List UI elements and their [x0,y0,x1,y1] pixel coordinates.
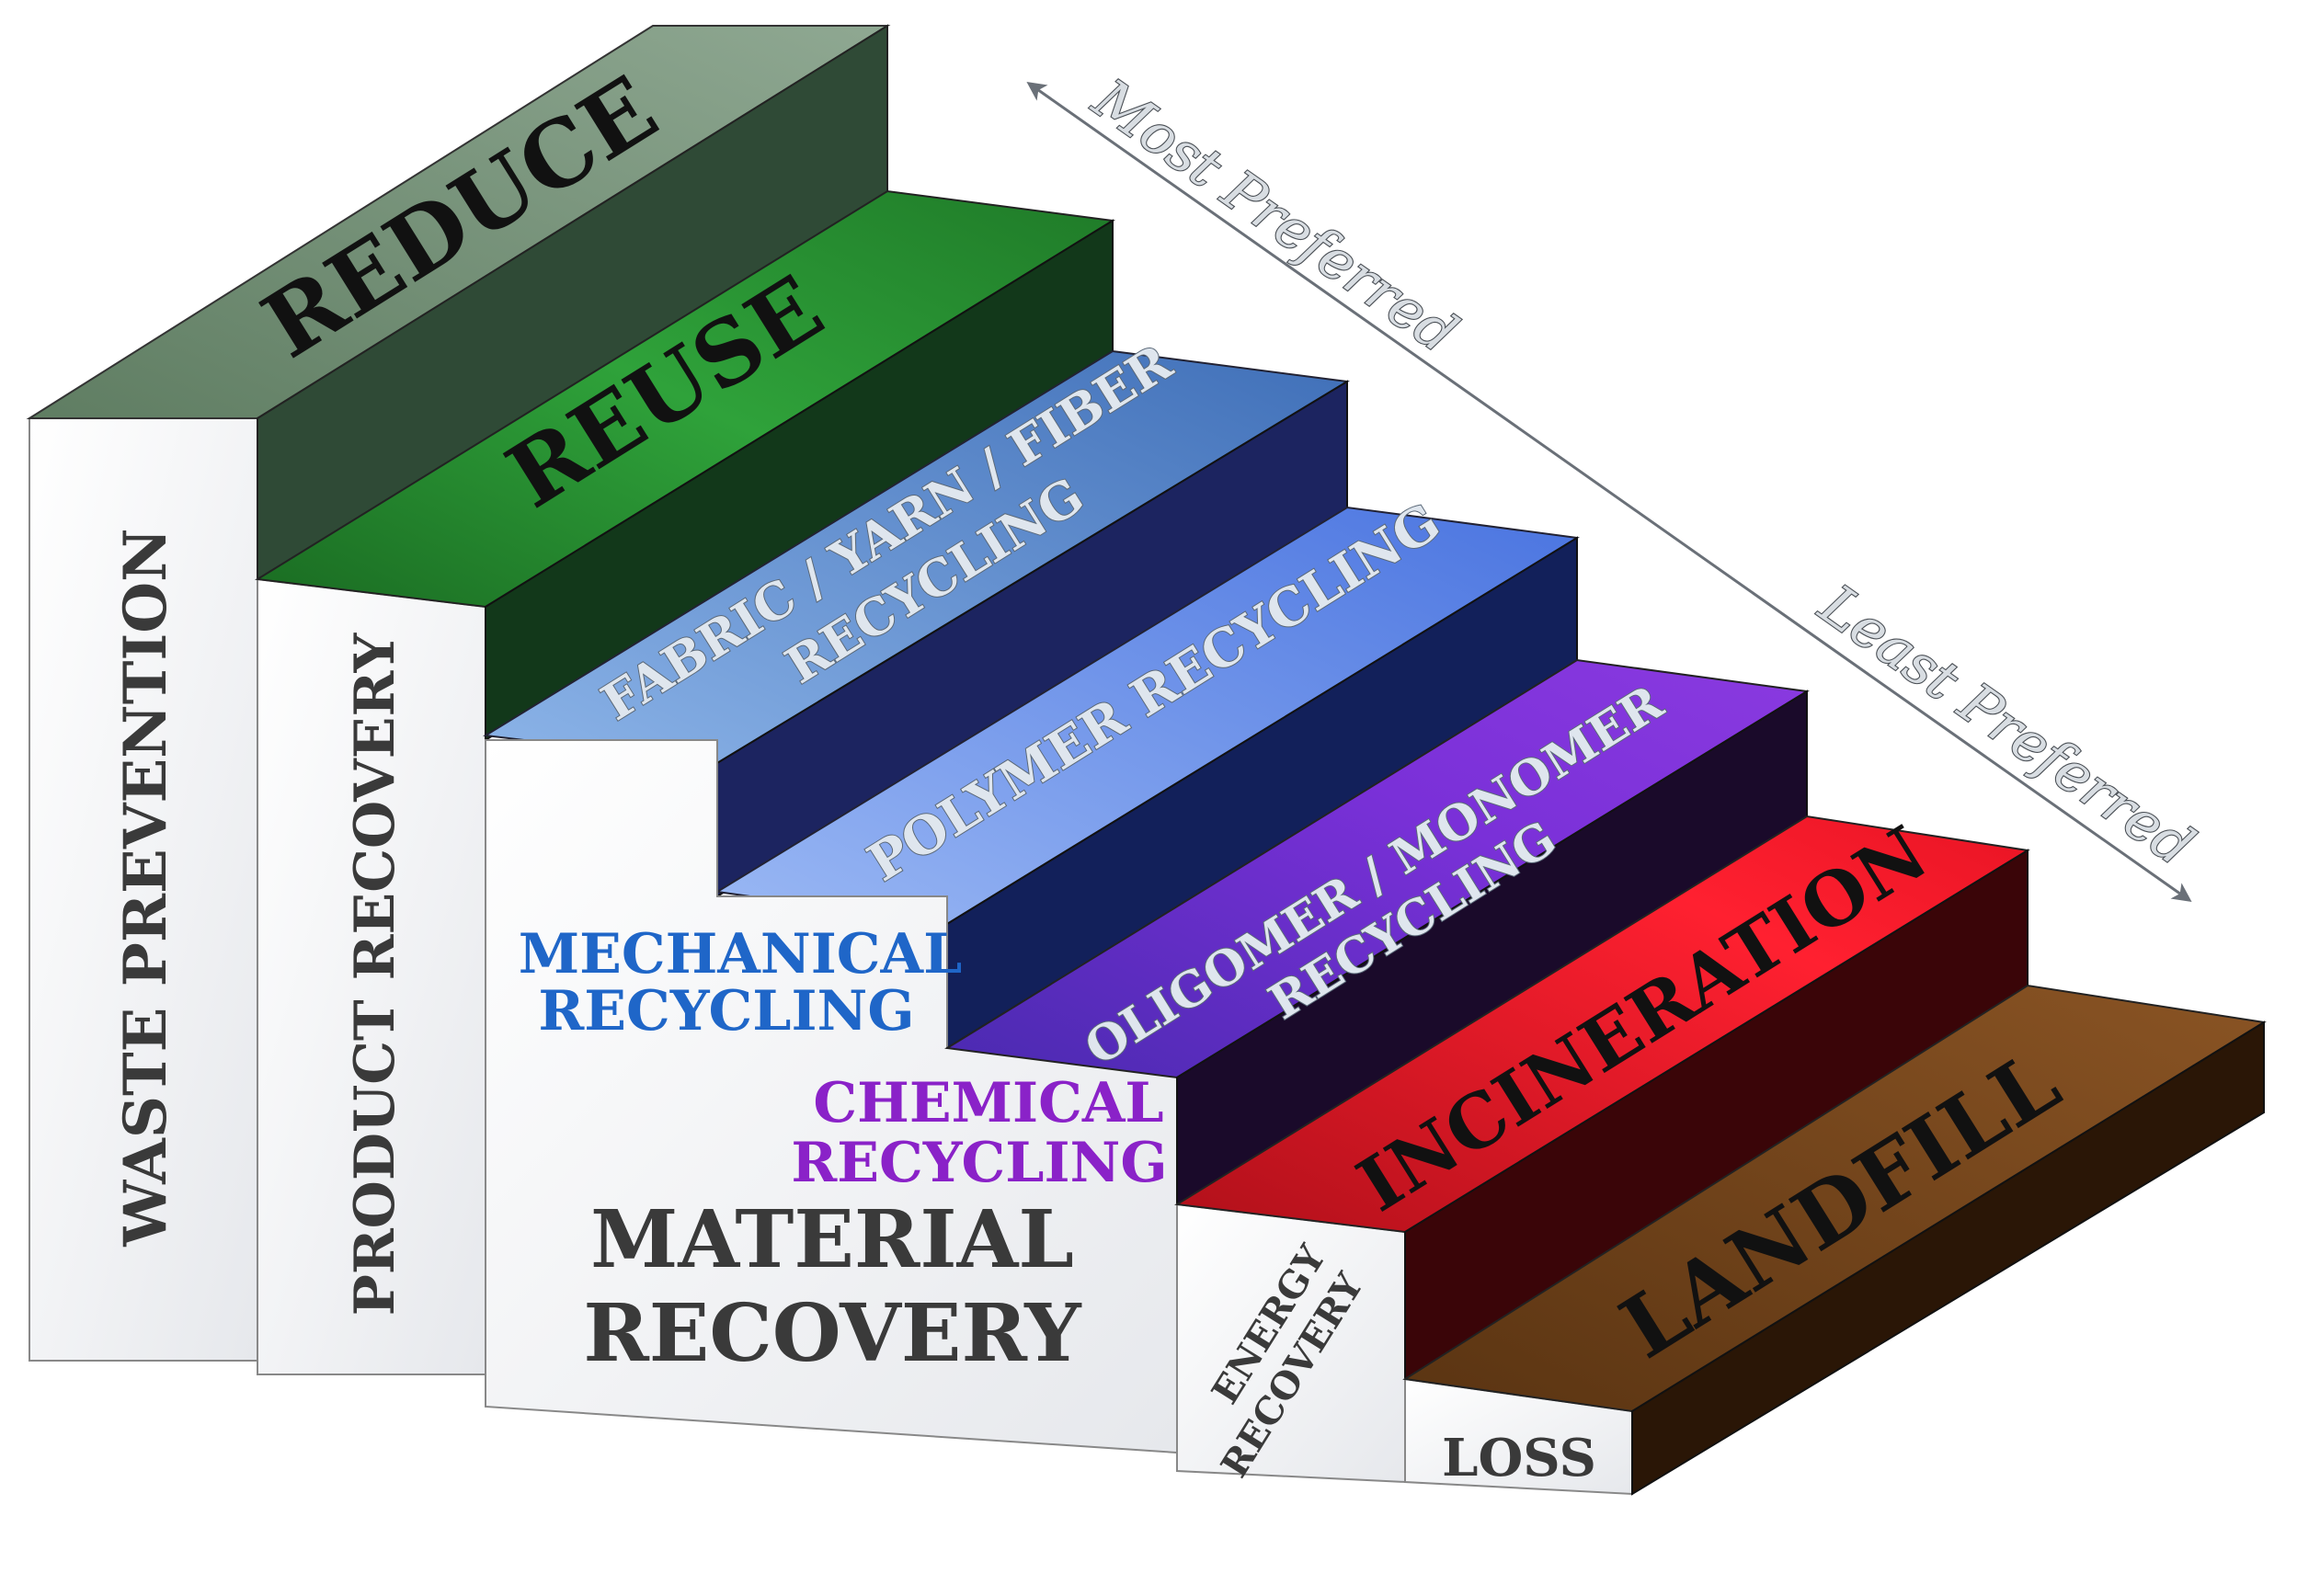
step-landfill [1402,984,2267,1496]
product-recovery-label: PRODUCT RECOVERY [343,633,407,1317]
step-incineration [1174,815,2030,1484]
mechanical-recycling-line1: MECHANICAL [519,922,963,986]
step-reuse [255,189,1115,1375]
loss-label: LOSS [1442,1428,1596,1488]
step-reduce [26,24,891,1362]
chemical-recycling-line2: RECYCLING [791,1131,1167,1195]
material-recovery-line1: MATERIAL [590,1193,1074,1286]
waste-prevention-label: WASTE PREVENTION [111,528,180,1247]
chemical-recycling-line1: CHEMICAL [813,1071,1163,1135]
landfill-riser [1631,1020,2265,1496]
material-recovery-line2: RECOVERY [583,1287,1082,1380]
preference-arrow [1026,81,2192,903]
most-preferred-label: Most Preferred [1081,66,1469,366]
mechanical-recycling-line2: RECYCLING [538,979,914,1043]
